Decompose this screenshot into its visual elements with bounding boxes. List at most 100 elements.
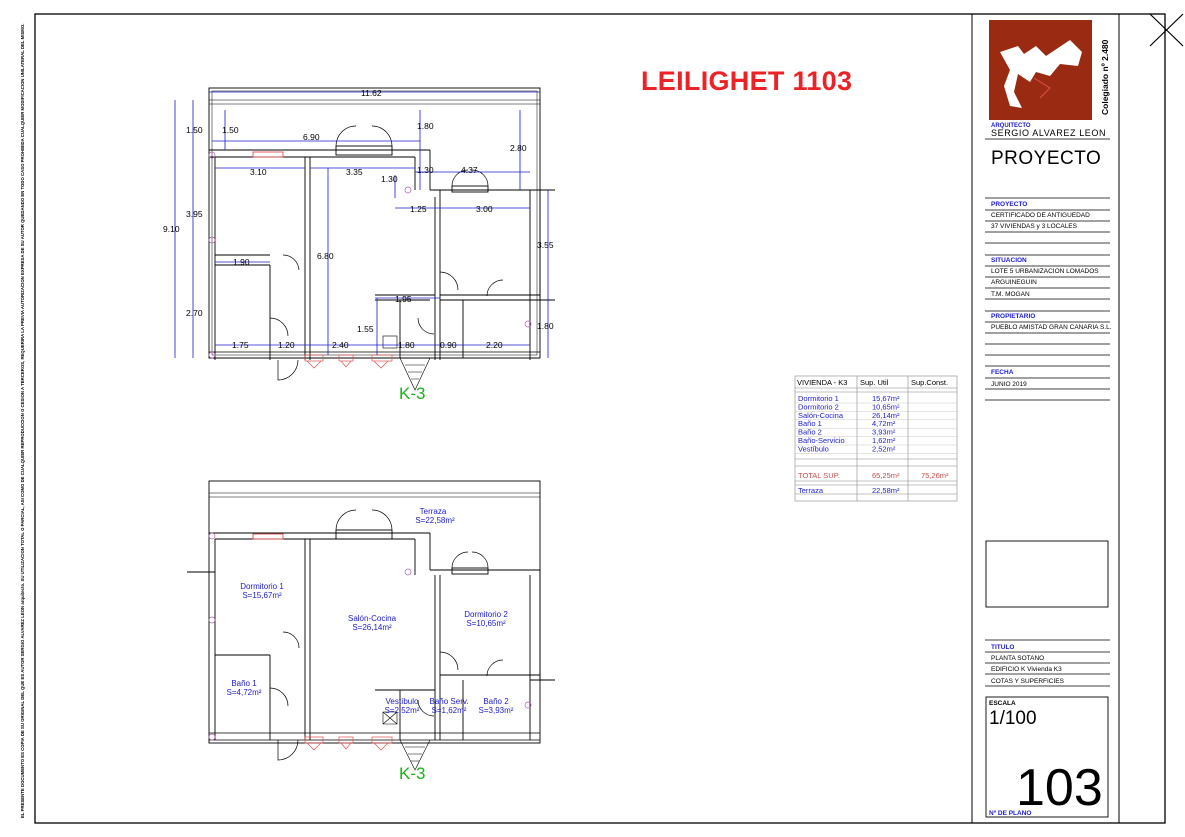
room-labels: Terraza S=22,58m² Dormitorio 1 S=15,67m²…	[227, 507, 514, 715]
svg-text:1.25: 1.25	[410, 204, 427, 214]
situacion-line-2: ARGUINEGUIN	[991, 279, 1037, 286]
surface-plan	[187, 480, 555, 771]
title-block: Colegiado nº 2.480 ARQUITECTO SERGIO ALV…	[985, 20, 1110, 818]
proyecto-heading: PROYECTO	[991, 148, 1101, 169]
entrance-label-top: K-3	[399, 384, 425, 403]
room-terraza-name: Terraza	[420, 507, 447, 516]
plano-number: 103	[1016, 759, 1103, 817]
entrance-label-bottom: K-3	[399, 764, 425, 783]
table-row-util: 26,14m²	[872, 411, 900, 420]
proyecto-line-1: CERTIFICADO DE ANTIGUEDAD	[991, 212, 1090, 219]
svg-text:1.30: 1.30	[381, 174, 398, 184]
table-row-name: Baño-Servicio	[798, 436, 845, 445]
scale-box	[985, 696, 1109, 818]
svg-text:1.80: 1.80	[398, 340, 415, 350]
svg-text:1.50: 1.50	[186, 125, 203, 135]
fecha-label: FECHA	[991, 369, 1014, 376]
table-total-label: TOTAL SUP.	[798, 471, 840, 480]
dimension-plan	[208, 87, 555, 391]
svg-text:1.30: 1.30	[417, 165, 434, 175]
stamp-box	[985, 540, 1109, 608]
table-row-name: Dormitorio 2	[798, 402, 839, 411]
svg-text:11.62: 11.62	[361, 88, 382, 98]
table-row-name: Baño 1	[798, 419, 822, 428]
propietario-line-1: PUEBLO AMISTAD GRAN CANARIA S.L.	[991, 324, 1112, 331]
room-dormitorio2-area: S=10,65m²	[466, 619, 506, 628]
svg-text:1.20: 1.20	[278, 340, 295, 350]
table-row-util: 1,62m²	[872, 436, 896, 445]
titulo-label: TITULO	[991, 644, 1014, 651]
situacion-line-3: T.M. MOGAN	[991, 291, 1030, 298]
room-dormitorio1-area: S=15,67m²	[242, 591, 282, 600]
svg-text:1.80: 1.80	[417, 121, 434, 131]
proyecto-line-2: 37 VIVIENDAS y 3 LOCALES	[991, 223, 1078, 230]
situacion-line-1: LOTE 5 URBANIZACION LOMADOS	[991, 268, 1099, 275]
copyright-margin-note: EL PRESENTE DOCUMENTO ES COPIA DE SU ORI…	[20, 24, 25, 818]
room-dormitorio1-name: Dormitorio 1	[240, 582, 284, 591]
room-dormitorio2-name: Dormitorio 2	[464, 610, 508, 619]
plano-label: Nº DE PLANO	[989, 810, 1031, 817]
title-block-frame	[971, 13, 1120, 824]
propietario-label: PROPIETARIO	[991, 313, 1035, 320]
table-row-util: 2,52m²	[872, 444, 896, 453]
dimension-lines	[174, 91, 549, 358]
situacion-label: SITUACION	[991, 257, 1027, 264]
table-row-name: Baño 2	[798, 428, 822, 437]
architect-name: SERGIO ALVAREZ LEON	[991, 128, 1106, 138]
svg-text:1.50: 1.50	[222, 125, 239, 135]
svg-text:9.10: 9.10	[163, 224, 180, 234]
table-row-util: 4,72m²	[872, 419, 896, 428]
svg-text:4.37: 4.37	[461, 165, 478, 175]
room-banoserv-area: S=1,62m²	[432, 706, 467, 715]
table-total-const: 75,26m²	[921, 471, 949, 480]
table-header-name: VIVIENDA - K3	[797, 378, 847, 387]
table-header-const: Sup.Const.	[911, 378, 948, 387]
table-row-name: Salón-Cocina	[798, 411, 844, 420]
svg-text:6.90: 6.90	[303, 132, 320, 142]
svg-text:2.40: 2.40	[332, 340, 349, 350]
room-bano1-name: Baño 1	[231, 679, 257, 688]
table-terraza-util: 22,58m²	[872, 486, 900, 495]
svg-text:1.80: 1.80	[537, 321, 554, 331]
titulo-line-2: EDIFICIO K Vivienda K3	[991, 666, 1062, 673]
table-row-util: 15,67m²	[872, 394, 900, 403]
svg-text:3.10: 3.10	[250, 167, 267, 177]
svg-text:3.95: 3.95	[186, 209, 203, 219]
escala-value: 1/100	[989, 708, 1037, 729]
dimension-labels: 11.62 9.10 1.50 1.50 6.90 1.80 2.80 3.10…	[163, 88, 554, 350]
svg-text:3.00: 3.00	[476, 204, 493, 214]
titulo-line-1: PLANTA SOTANO	[991, 655, 1044, 662]
room-salon-area: S=26,14m²	[352, 623, 392, 632]
copyright-text: EL PRESENTE DOCUMENTO ES COPIA DE SU ORI…	[20, 24, 25, 818]
svg-text:0.90: 0.90	[440, 340, 457, 350]
svg-text:3.35: 3.35	[346, 167, 363, 177]
svg-text:1.55: 1.55	[357, 324, 374, 334]
svg-text:3.55: 3.55	[537, 240, 554, 250]
colegiado-number: Colegiado nº 2.480	[1100, 39, 1110, 115]
table-header-util: Sup. Util	[860, 378, 889, 387]
svg-text:1.95: 1.95	[395, 294, 412, 304]
sheet-title: LEILIGHET 1103	[641, 66, 853, 96]
table-row-util: 3,93m²	[872, 428, 896, 437]
table-row-name: Dormitorio 1	[798, 394, 839, 403]
table-row-name: Vestíbulo	[798, 444, 829, 453]
room-vestibulo-area: S=2,52m²	[385, 706, 420, 715]
table-row-util: 10,65m²	[872, 402, 900, 411]
svg-text:2.20: 2.20	[486, 340, 503, 350]
proyecto-label: PROYECTO	[991, 201, 1027, 208]
room-terraza-area: S=22,58m²	[415, 516, 455, 525]
table-terraza-label: Terraza	[798, 486, 824, 495]
trim-mark	[1149, 13, 1184, 47]
sheet-border	[34, 13, 1166, 824]
room-vestibulo-name: Vestíbulo	[386, 697, 419, 706]
room-bano2-area: S=3,93m²	[479, 706, 514, 715]
svg-text:1.90: 1.90	[233, 257, 250, 267]
room-salon-name: Salón-Cocina	[348, 614, 397, 623]
svg-text:2.70: 2.70	[186, 308, 203, 318]
table-total-util: 65,25m²	[872, 471, 900, 480]
area-table: VIVIENDA - K3 Sup. Util Sup.Const. Dormi…	[794, 375, 958, 502]
svg-text:2.80: 2.80	[510, 143, 527, 153]
room-bano1-area: S=4,72m²	[227, 688, 262, 697]
titulo-line-3: COTAS Y SUPERFICIES	[991, 678, 1065, 685]
